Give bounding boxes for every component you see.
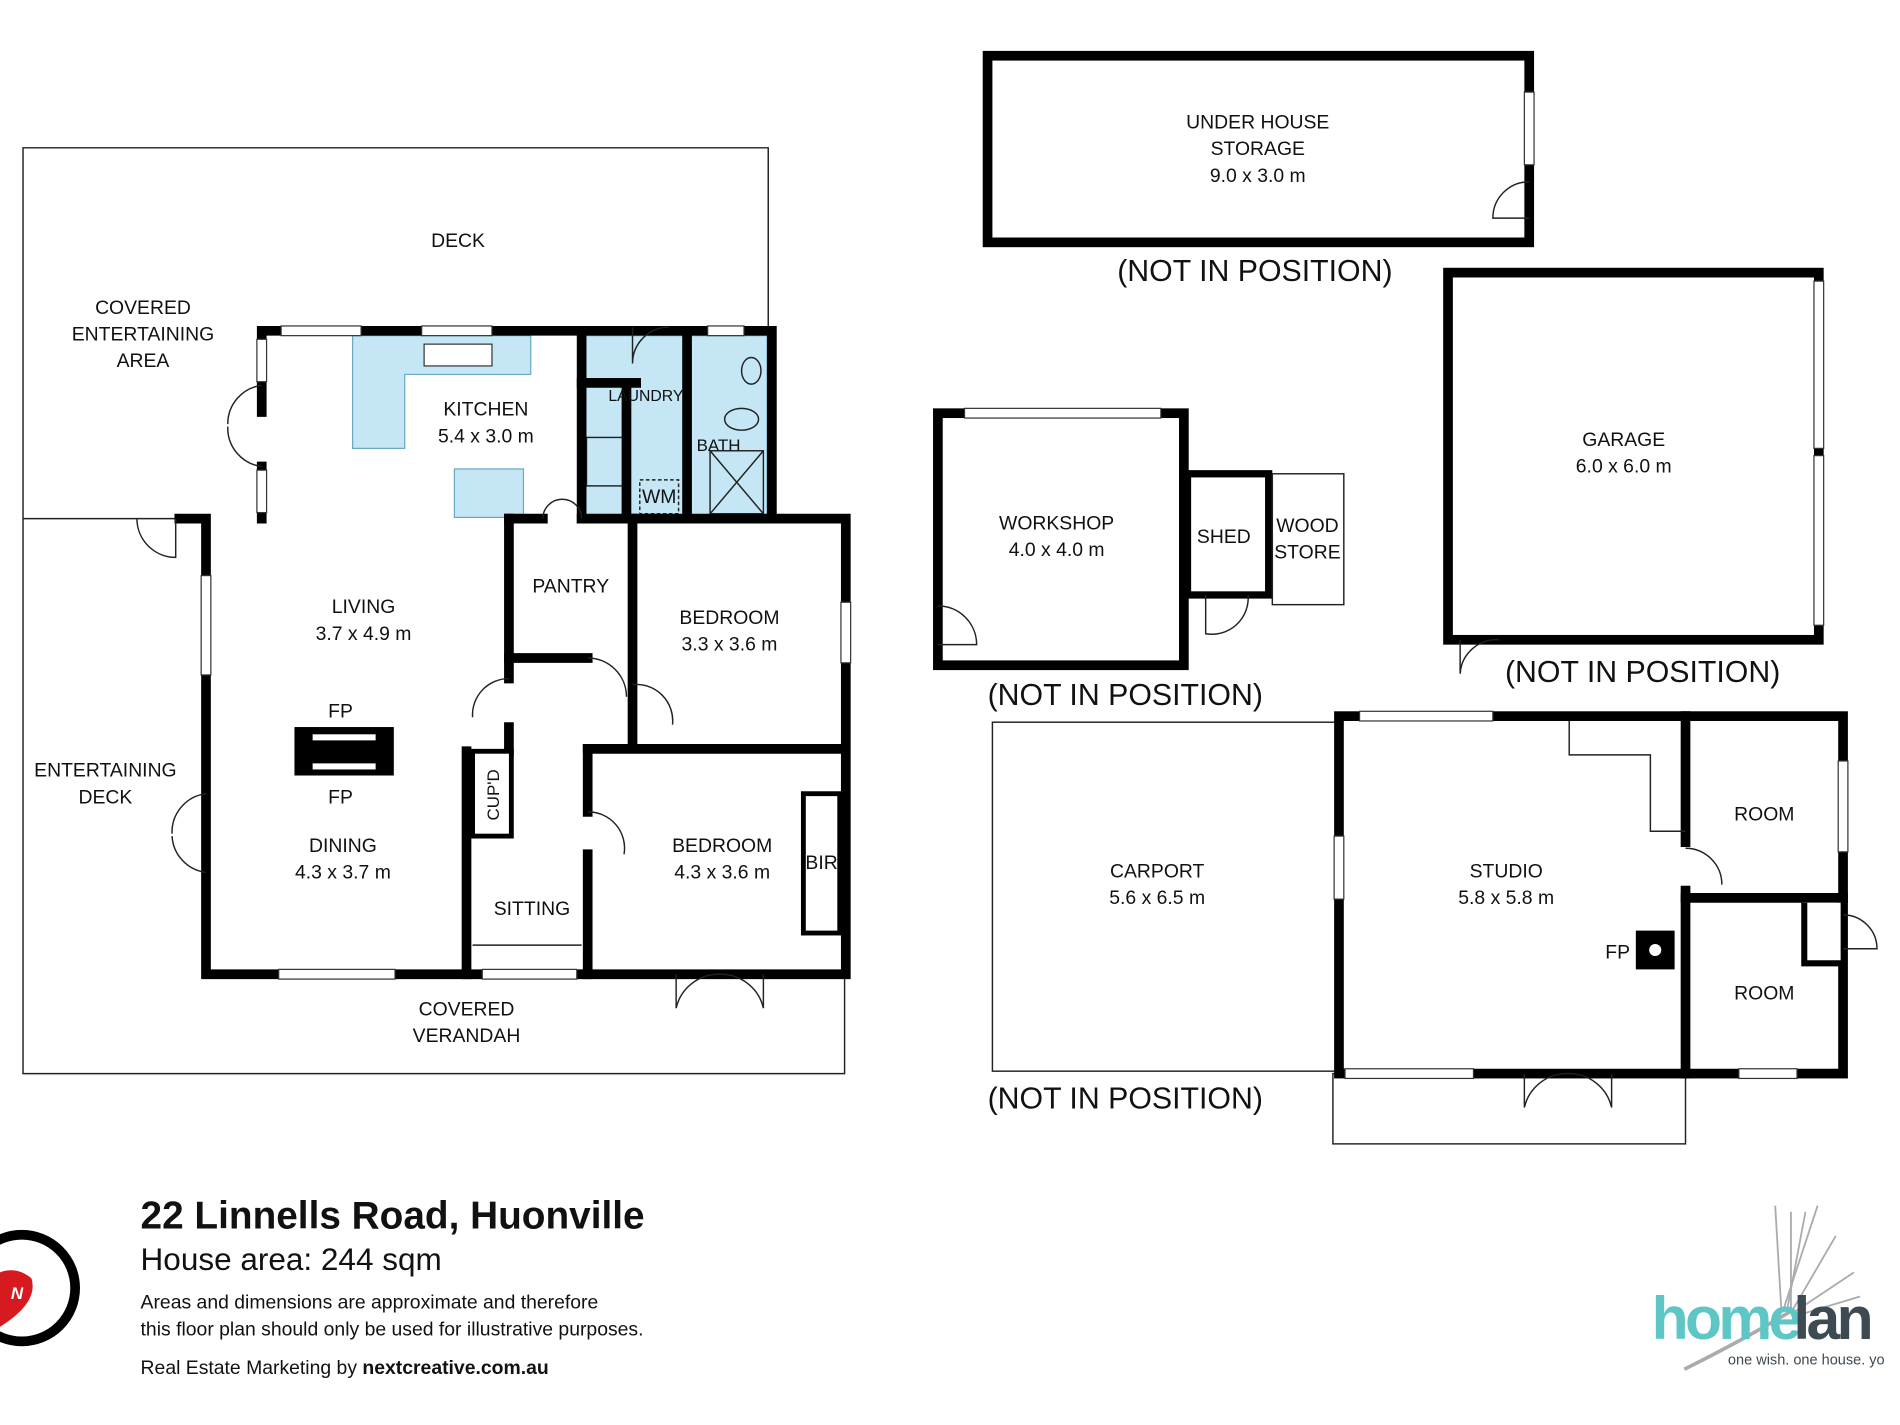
kitchen-label: KITCHEN [443, 399, 528, 421]
entertaining-deck-label: ENTERTAINING [34, 760, 176, 782]
garage-label: GARAGE [1582, 429, 1665, 451]
not-in-position-label: (NOT IN POSITION) [1117, 255, 1392, 288]
room-label: ROOM [1734, 983, 1794, 1005]
washing-machine-label: WM [642, 486, 676, 508]
kitchen-size: 5.4 x 3.0 m [438, 425, 534, 447]
carport-label: CARPORT [1110, 860, 1205, 882]
studio [1332, 710, 1878, 1145]
garage [1443, 267, 1825, 674]
living-label: LIVING [332, 596, 396, 618]
pantry-label: PANTRY [532, 576, 609, 598]
under-house-storage [982, 50, 1535, 248]
compass-letter: N [11, 1284, 24, 1303]
bath-label: BATH [697, 436, 741, 455]
bedroom-label: BEDROOM [672, 835, 772, 857]
windows [200, 325, 852, 980]
doors [136, 326, 765, 1009]
studio-label: STUDIO [1470, 860, 1543, 882]
covered-entertaining-label: ENTERTAINING [72, 323, 214, 345]
bir-label: BIR [805, 852, 837, 874]
sitting-label: SITTING [494, 898, 570, 920]
not-in-position-label: (NOT IN POSITION) [1505, 656, 1780, 689]
bedroom-label: BEDROOM [679, 607, 779, 629]
toilet-icon [723, 407, 760, 431]
not-in-position-label: (NOT IN POSITION) [988, 679, 1263, 712]
bedroom-size: 3.3 x 3.6 m [682, 634, 778, 656]
under-house-label: STORAGE [1211, 138, 1305, 160]
deck-outline [22, 147, 846, 1075]
sink-icon [423, 343, 493, 367]
disclaimer: this floor plan should only be used for … [141, 1318, 644, 1340]
compass-icon: N [0, 1229, 80, 1347]
cupboard-label: CUP'D [484, 769, 503, 820]
fireplace-label: FP [328, 700, 353, 722]
homeland-logo: home lan one wish. one house. yo [1652, 1205, 1885, 1371]
logo-text: lan [1793, 1284, 1870, 1352]
under-house-label: UNDER HOUSE [1186, 111, 1329, 133]
verandah-label: COVERED [419, 998, 515, 1020]
basin-icon [740, 356, 762, 385]
fireplace-label: FP [328, 786, 353, 808]
workshop-size: 4.0 x 4.0 m [1009, 539, 1105, 561]
dining-size: 4.3 x 3.7 m [295, 862, 391, 884]
covered-entertaining-label: COVERED [95, 297, 191, 319]
marketing-credit: Real Estate Marketing by nextcreative.co… [141, 1357, 549, 1379]
wood-store-label: STORE [1274, 542, 1340, 564]
laundry-label: LAUNDRY [608, 388, 683, 405]
living-size: 3.7 x 4.9 m [316, 623, 412, 645]
workshop-label: WORKSHOP [999, 513, 1114, 535]
shed-label: SHED [1197, 526, 1251, 548]
garage-size: 6.0 x 6.0 m [1576, 456, 1672, 478]
logo-tagline: one wish. one house. yo [1728, 1352, 1885, 1368]
covered-entertaining-label: AREA [117, 350, 170, 372]
logo-text: home [1652, 1284, 1801, 1352]
wood-store-label: WOOD [1276, 515, 1338, 537]
room-label: ROOM [1734, 803, 1794, 825]
workshop [933, 407, 1345, 671]
disclaimer: Areas and dimensions are approximate and… [141, 1292, 599, 1314]
dining-label: DINING [309, 835, 377, 857]
marketing-link[interactable]: nextcreative.com.au [362, 1357, 548, 1379]
address-title: 22 Linnells Road, Huonville [141, 1195, 645, 1238]
verandah-label: VERANDAH [413, 1025, 521, 1047]
kitchen-benches [352, 335, 768, 519]
house-area: House area: 244 sqm [141, 1241, 442, 1277]
fireplace-label: FP [1605, 941, 1630, 963]
marketing-prefix: Real Estate Marketing by [141, 1357, 363, 1379]
carport-size: 5.6 x 6.5 m [1109, 887, 1205, 909]
under-house-size: 9.0 x 3.0 m [1210, 165, 1306, 187]
studio-size: 5.8 x 5.8 m [1458, 887, 1554, 909]
bedroom-size: 4.3 x 3.6 m [674, 862, 770, 884]
not-in-position-label: (NOT IN POSITION) [988, 1083, 1263, 1116]
entertaining-deck-label: DECK [78, 786, 132, 808]
deck-label: DECK [431, 230, 485, 252]
